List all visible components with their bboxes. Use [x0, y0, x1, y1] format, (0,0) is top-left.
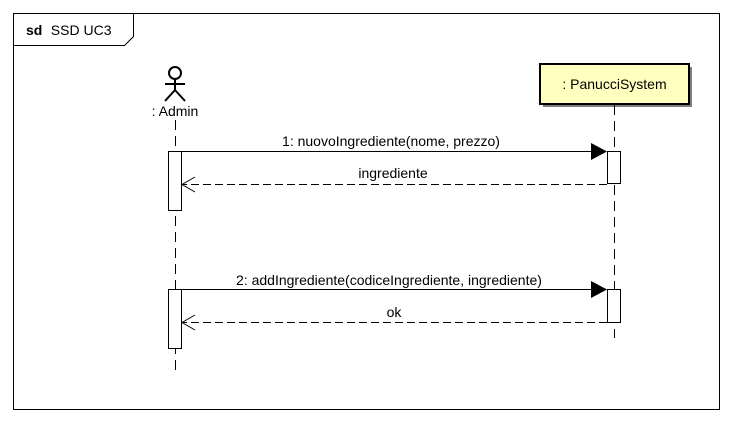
message-3-label: 2: addIngrediente(codiceIngrediente, ing…	[236, 272, 542, 288]
system-participant-box	[539, 63, 690, 105]
actor-label: : Admin	[152, 103, 199, 119]
frame-keyword: sd	[26, 22, 42, 38]
message-4-label: ok	[387, 304, 403, 320]
system-activation-1	[607, 151, 621, 184]
stick-figure-actor-icon	[164, 66, 186, 102]
filled-arrowhead-icon	[591, 281, 607, 298]
frame-name: SSD UC3	[51, 22, 112, 38]
frame-label-tab	[13, 13, 134, 46]
message-1-label: 1: nuovoIngrediente(nome, prezzo)	[282, 133, 500, 149]
diagram-frame	[13, 13, 720, 410]
filled-arrowhead-icon	[591, 143, 607, 160]
open-arrowhead-icon	[180, 314, 196, 331]
message-2-label: ingrediente	[358, 165, 427, 181]
open-arrowhead-icon	[180, 176, 196, 193]
system-activation-2	[607, 289, 621, 323]
actor-activation-2	[168, 289, 182, 349]
actor-activation-1	[168, 151, 182, 211]
system-label: : PanucciSystem	[562, 76, 666, 92]
frame-label: sd SSD UC3	[26, 22, 112, 39]
